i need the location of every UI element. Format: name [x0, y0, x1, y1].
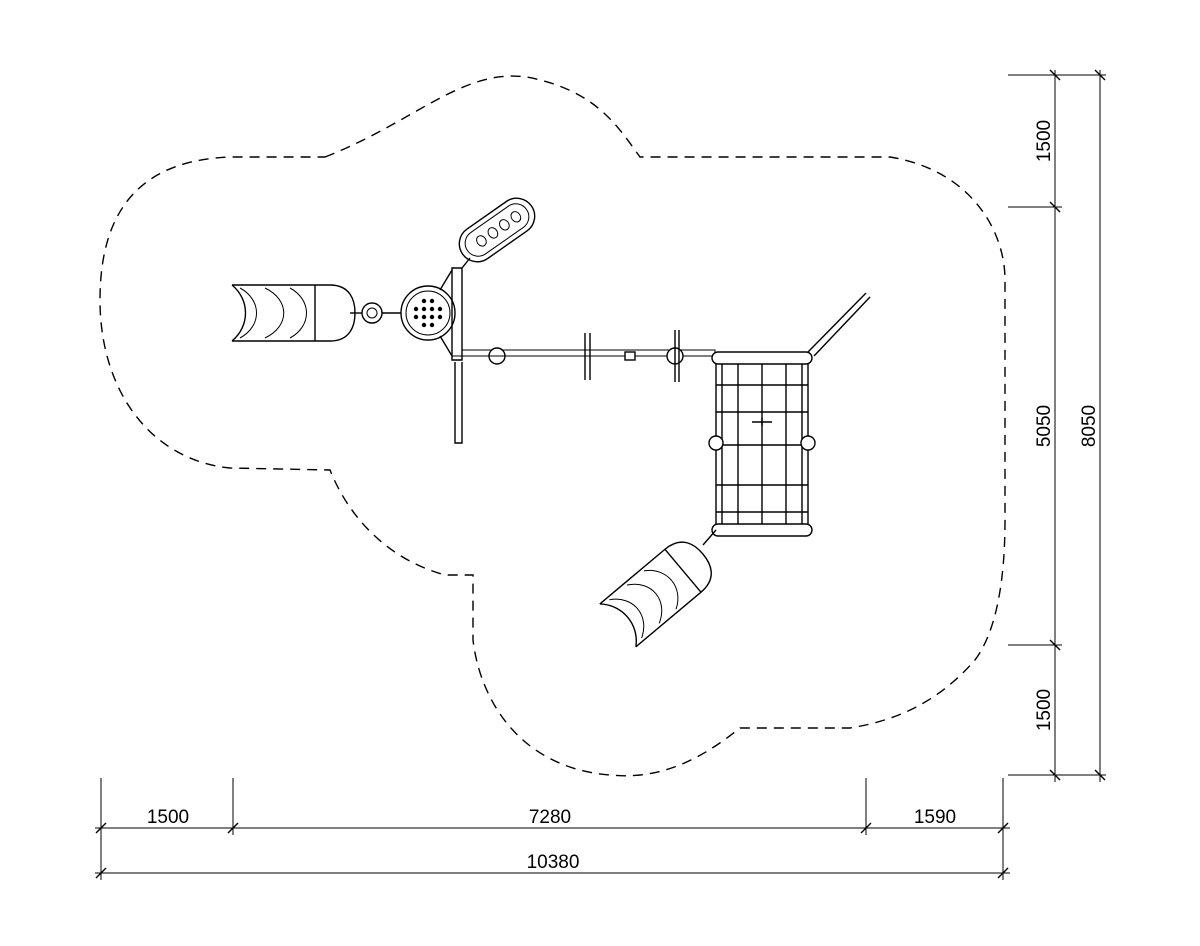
dimension-tick — [1094, 69, 1106, 81]
dim-bottom-middle: 7280 — [529, 807, 571, 828]
climbing-net-deck — [708, 292, 871, 537]
dim-bottom-total: 10380 — [527, 852, 580, 873]
platform-dot — [421, 298, 427, 304]
dimension-tick — [860, 822, 872, 834]
activity-panel — [458, 197, 536, 263]
platform-dot — [413, 314, 419, 320]
dimension-tick — [1049, 769, 1061, 781]
dimension-tick — [95, 822, 107, 834]
platform-dot — [437, 306, 443, 312]
panel-connector — [461, 257, 471, 269]
dimension-tick — [1094, 769, 1106, 781]
dim-right-middle: 5050 — [1034, 405, 1055, 447]
platform-dot — [429, 314, 435, 320]
dimension-tick — [997, 822, 1009, 834]
round-platform — [400, 285, 456, 341]
dim-right-total: 8050 — [1079, 405, 1100, 447]
dimension-tick — [1049, 69, 1061, 81]
safety-zone-outline — [99, 75, 1006, 777]
platform-dot — [413, 306, 419, 312]
dimension-tick — [997, 867, 1009, 879]
dim-bottom-right: 1590 — [914, 807, 956, 828]
platform-dot — [429, 322, 435, 328]
platform-dot — [429, 298, 435, 304]
dimension-tick — [1049, 639, 1061, 651]
right-dimension-chain — [1008, 69, 1106, 782]
platform-dot — [437, 314, 443, 320]
panel-hole — [499, 219, 510, 231]
platform-dot — [429, 306, 435, 312]
dimension-tick — [227, 822, 239, 834]
bottom-dimension-chain — [95, 778, 1010, 880]
platform-dot — [421, 322, 427, 328]
dim-right-top: 1500 — [1034, 120, 1055, 162]
dimension-tick — [1049, 201, 1061, 213]
bottom-slide-connector — [702, 529, 717, 546]
beam-connectors — [488, 330, 684, 382]
bottom-slide — [599, 541, 712, 648]
panel-hole — [510, 211, 522, 223]
dimension-tick — [95, 867, 107, 879]
platform-dot — [421, 314, 427, 320]
dim-right-bottom: 1500 — [1034, 689, 1055, 731]
panel-hole — [476, 235, 487, 247]
dim-bottom-left: 1500 — [147, 807, 189, 828]
panel-hole — [487, 227, 499, 239]
left-slide — [231, 284, 402, 342]
platform-dot — [421, 306, 427, 312]
